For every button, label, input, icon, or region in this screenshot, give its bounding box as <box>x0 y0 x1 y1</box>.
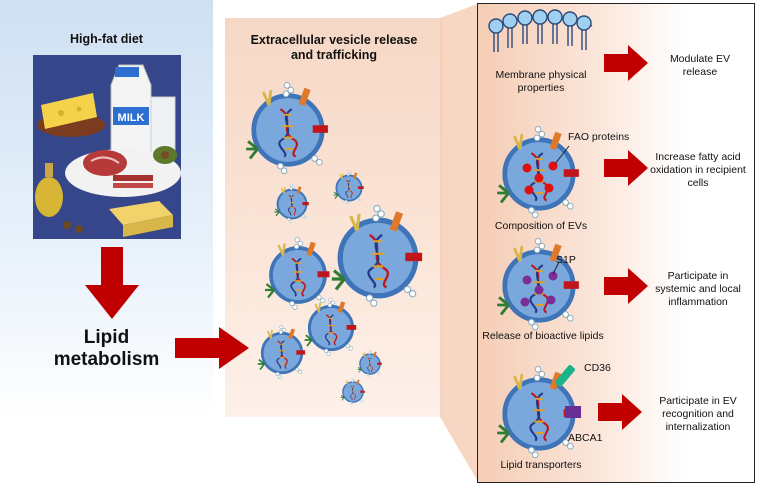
row1-label-line2: properties <box>517 82 565 94</box>
phospholipid-membrane-icon <box>488 9 593 52</box>
vesicle-5 <box>263 235 332 312</box>
row2-vesicle <box>495 128 605 218</box>
vesicle-1 <box>246 83 328 174</box>
vesicle-8 <box>356 349 383 378</box>
down-arrow <box>85 247 139 319</box>
food-illustration: MILK <box>33 55 181 239</box>
fao-proteins-tag: FAO proteins <box>568 131 630 143</box>
vesicle-6 <box>303 296 358 358</box>
row4-label: Lipid transporters <box>500 459 582 471</box>
row2-arrow <box>604 150 648 186</box>
vesicle-7 <box>256 324 307 380</box>
row1-label-line1: Membrane physical <box>495 69 587 81</box>
vesicle-field <box>225 18 443 406</box>
high-fat-diet-title: High-fat diet <box>70 32 143 46</box>
row2-label: Composition of EVs <box>494 220 588 232</box>
abca1-protein <box>565 406 581 418</box>
row3-arrow <box>604 268 648 304</box>
row1-arrow <box>604 45 648 81</box>
vesicle-3 <box>273 182 310 224</box>
row3-effect-line2: systemic and local <box>655 283 741 295</box>
row2-effect-line3: cells <box>687 177 709 189</box>
vesicle-9 <box>339 377 366 406</box>
row4-arrow <box>598 394 642 430</box>
row4-effect-line1: Participate in EV <box>659 395 737 407</box>
lipid-metabolism-line1: Lipid <box>83 327 130 348</box>
milk-label: MILK <box>118 112 145 124</box>
cd36-protein <box>555 365 575 387</box>
vesicle-4 <box>332 206 422 307</box>
row3-vesicle <box>495 240 605 330</box>
row3-effect-line3: inflammation <box>668 296 728 308</box>
abca1-tag: ABCA1 <box>568 432 603 444</box>
row4-vesicle <box>495 370 605 460</box>
vesicle-2 <box>332 169 365 205</box>
right-arrow-to-vesicles <box>175 327 249 369</box>
ev-title-line1: Extracellular vesicle release <box>250 33 418 47</box>
row3-effect-line1: Participate in <box>667 270 729 282</box>
row2-effect-line1: Increase fatty acid <box>655 151 741 163</box>
row2-effect-line2: oxidation in recipient <box>650 164 746 176</box>
ev-title-line2: and trafficking <box>290 48 378 62</box>
row3-label: Release of bioactive lipids <box>482 330 604 342</box>
zoom-wedge <box>440 3 480 485</box>
lipid-metabolism-line2: metabolism <box>53 349 160 370</box>
cd36-tag: CD36 <box>584 362 611 374</box>
s1p-tag: S1P <box>556 254 576 266</box>
row4-effect-line2: recognition and <box>662 408 734 420</box>
row1-effect-line2: release <box>682 66 718 78</box>
row1-effect-line1: Modulate EV <box>669 53 731 65</box>
row4-effect-line3: internalization <box>665 421 731 433</box>
